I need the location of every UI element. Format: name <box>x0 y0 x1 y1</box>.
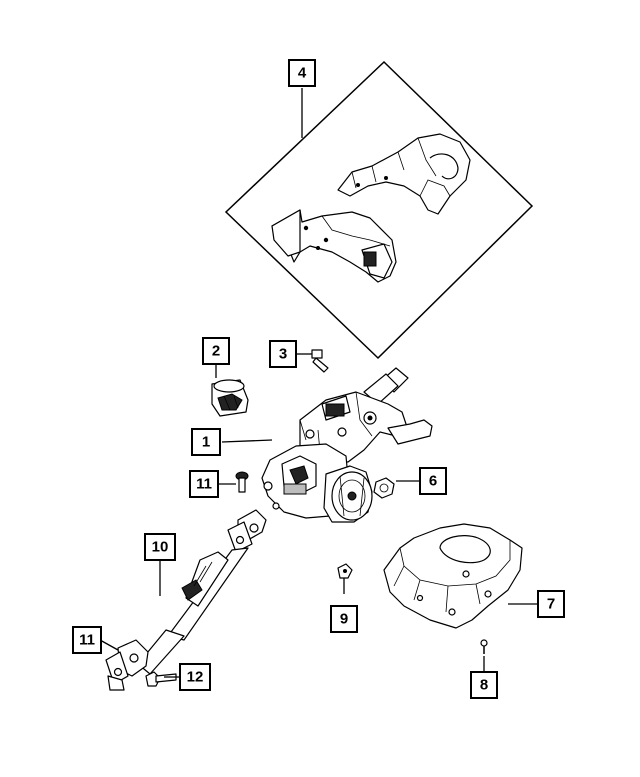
callout-1: 1 <box>191 428 221 456</box>
leader-11-lower <box>99 639 119 651</box>
upper-shroud <box>337 133 471 215</box>
callout-7-label: 7 <box>547 596 555 613</box>
bushing-part <box>211 364 249 417</box>
callout-10: 10 <box>144 533 176 561</box>
leader-1 <box>221 439 273 443</box>
callout-11-lower: 11 <box>72 626 102 654</box>
callout-3: 3 <box>269 340 297 368</box>
screw-part <box>480 639 488 672</box>
callout-12: 12 <box>179 663 211 691</box>
callout-11-lower-label: 11 <box>79 632 95 649</box>
callout-8: 8 <box>470 671 498 699</box>
callout-11-upper: 11 <box>189 470 219 498</box>
shroud-kit-frame <box>224 60 534 360</box>
steering-column-assembly <box>221 367 433 523</box>
callout-1-label: 1 <box>202 434 210 451</box>
callout-10-label: 10 <box>152 539 169 556</box>
callout-11-upper-label: 11 <box>196 476 212 493</box>
bolt-part-12 <box>145 671 180 687</box>
callout-4: 4 <box>288 59 316 87</box>
callout-6-label: 6 <box>429 473 437 490</box>
callout-9-label: 9 <box>340 611 348 628</box>
bolt-part-11-upper <box>218 471 249 493</box>
shroud-kit-group <box>224 60 534 360</box>
callout-3-label: 3 <box>279 346 287 363</box>
callout-8-label: 8 <box>480 677 488 694</box>
lower-cover <box>383 523 538 629</box>
callout-9: 9 <box>330 605 358 633</box>
bolt-part-3 <box>296 349 329 373</box>
clip-part <box>337 563 353 594</box>
callout-2: 2 <box>202 337 230 365</box>
intermediate-shaft <box>99 509 267 691</box>
callout-2-label: 2 <box>212 343 220 360</box>
callout-12-label: 12 <box>187 669 204 686</box>
nut-part <box>373 477 420 499</box>
callout-6: 6 <box>419 467 447 495</box>
lower-shroud <box>271 209 397 283</box>
callout-4-label: 4 <box>298 65 307 82</box>
callout-7: 7 <box>537 590 565 618</box>
